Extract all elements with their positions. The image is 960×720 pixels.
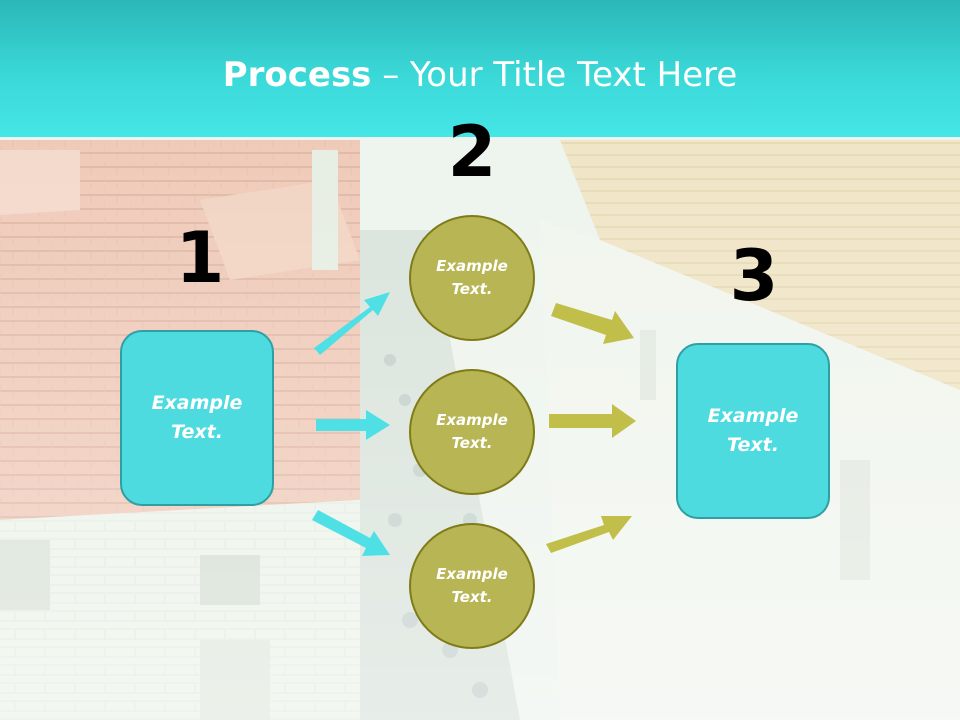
step-number-2: 2: [447, 111, 497, 193]
step1-box: Example Text.: [120, 330, 274, 506]
arrow-left-middle: [316, 410, 390, 440]
step-number-1: 1: [175, 217, 225, 299]
step3-box: Example Text.: [676, 343, 830, 519]
step2-circle-3: Example Text.: [409, 523, 535, 649]
arrow-right-up: [551, 303, 634, 344]
title-rest: – Your Title Text Here: [371, 55, 738, 95]
step2-circle-1: Example Text.: [409, 215, 535, 341]
arrow-left-up: [314, 292, 390, 355]
step-number-3: 3: [729, 235, 779, 317]
slide-title: Process – Your Title Text Here: [0, 52, 960, 98]
arrow-right-middle: [549, 404, 636, 438]
title-bold: Process: [222, 55, 372, 95]
arrow-left-down: [312, 510, 390, 556]
step2-circle-2: Example Text.: [409, 369, 535, 495]
title-band: [0, 0, 960, 137]
arrow-right-down: [546, 516, 632, 553]
